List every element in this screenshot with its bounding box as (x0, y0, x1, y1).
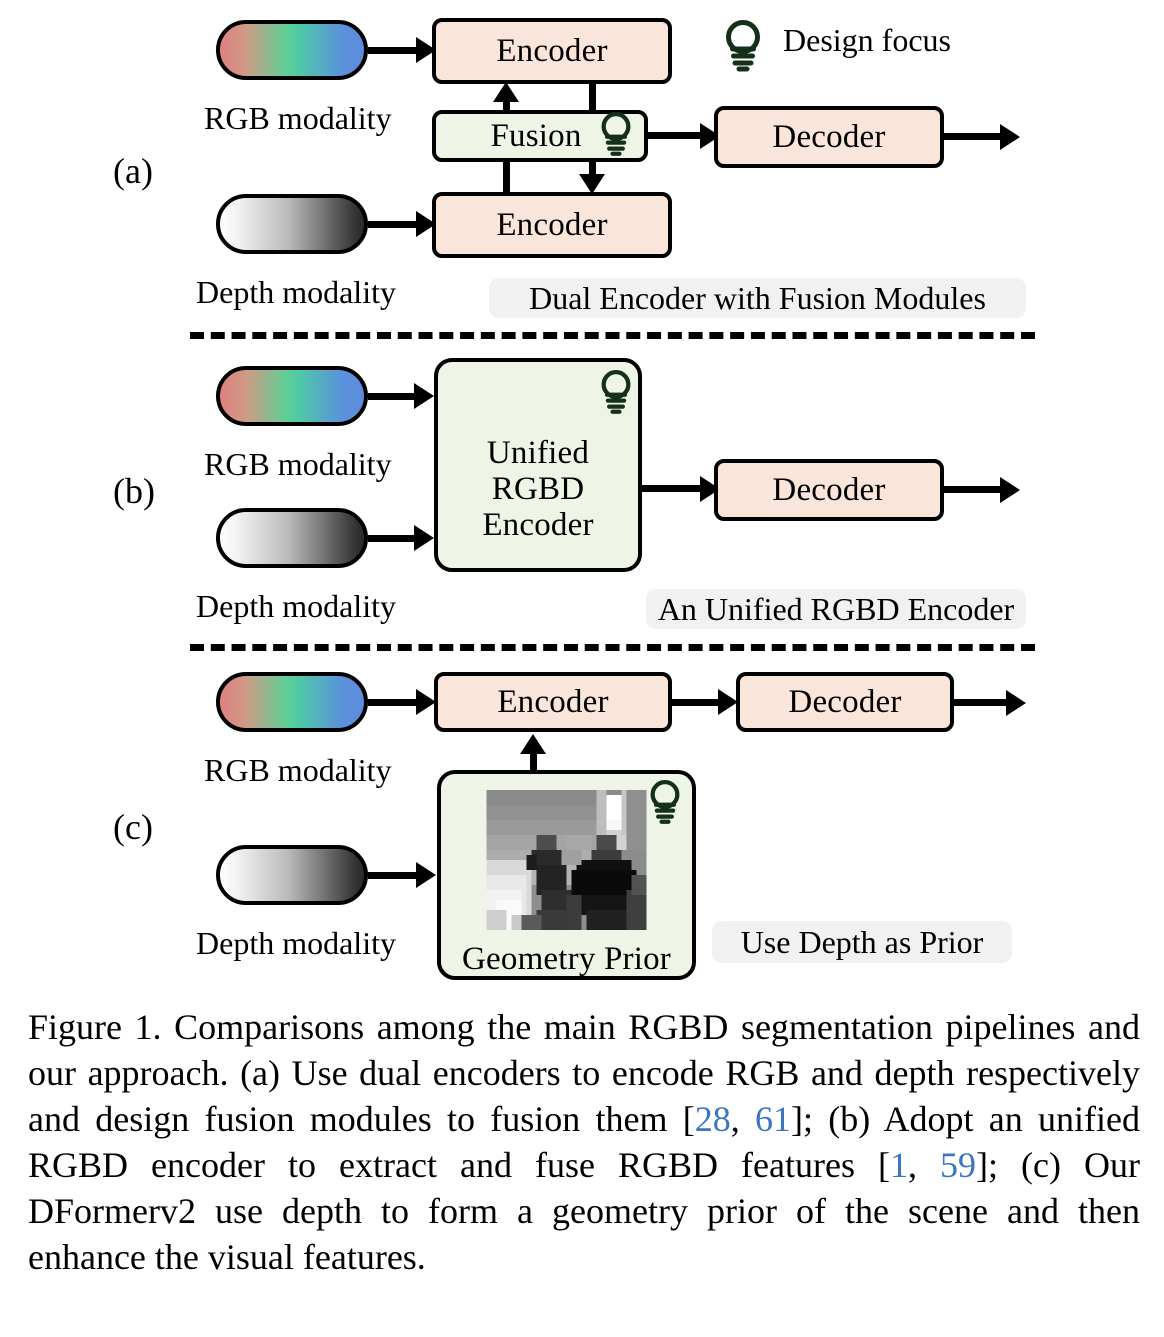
panel-tag-c: (c) (113, 807, 153, 847)
depth-modality-label-b: Depth modality (196, 588, 396, 624)
depth-modality-pill-b (216, 508, 368, 568)
panel-tag-b: (b) (113, 471, 155, 511)
depth-modality-label-c: Depth modality (196, 925, 396, 961)
connector-rgb-encoder-c (368, 699, 420, 706)
arrowhead-rgb-encoder-a (416, 37, 436, 63)
connector-decoder-out-c (954, 699, 1012, 706)
unified-encoder-label-line2: RGBD (491, 470, 585, 507)
connector-encoder-decoder-c (672, 699, 724, 706)
encoder-bottom-box-a: Encoder (432, 192, 672, 258)
rgb-modality-pill-b (216, 366, 368, 426)
caption-sep-1: , (730, 1099, 756, 1140)
arrowhead-decoder-out-c (1006, 690, 1026, 716)
arrowhead-rgb-unified-b (414, 383, 434, 409)
depth-map-thumbnail (485, 790, 648, 935)
encoder-box-c: Encoder (434, 672, 672, 732)
lightbulb-icon (723, 18, 763, 76)
decoder-box-b: Decoder (714, 459, 944, 521)
connector-encoder-top-to-fusion-a (589, 84, 596, 112)
panel-tag-a: (a) (113, 151, 153, 191)
arrowhead-decoder-out-b (1000, 477, 1020, 503)
arrowhead-geo-encoder-c (520, 734, 546, 754)
decoder-box-a: Decoder (714, 106, 944, 168)
connector-fusion-to-encoder-bottom-a (589, 160, 596, 176)
decoder-label-c: Decoder (788, 683, 902, 720)
connector-decoder-out-a (944, 133, 1006, 140)
arrowhead-fusion-to-encoder-top-a (493, 82, 519, 102)
caption-part-1: Comparisons among the main RGBD segmenta… (28, 1007, 1140, 1140)
encoder-top-box-a: Encoder (432, 18, 672, 84)
connector-fusion-to-encoder-top-a (503, 98, 510, 112)
unified-encoder-box-b: Unified RGBD Encoder (434, 358, 642, 572)
lightbulb-icon-unified-b (599, 368, 633, 418)
connector-rgb-unified-b (368, 393, 418, 400)
connector-depth-unified-b (368, 535, 418, 542)
decoder-label-a: Decoder (772, 118, 886, 155)
rgb-modality-pill-a (216, 20, 368, 80)
banner-b: An Unified RGBD Encoder (646, 589, 1026, 629)
arrowhead-decoder-out-a (1000, 124, 1020, 150)
panel-separator-2 (190, 644, 1035, 651)
rgb-modality-label-a: RGB modality (204, 100, 392, 136)
panel-separator-1 (190, 332, 1035, 339)
arrowhead-rgb-encoder-c (416, 689, 436, 715)
depth-modality-pill-a (216, 194, 368, 254)
depth-modality-pill-c (216, 845, 368, 905)
connector-fusion-decoder-a (648, 132, 706, 139)
arrowhead-depth-geo-c (416, 862, 436, 888)
fusion-box-a: Fusion (432, 110, 648, 162)
lightbulb-icon-fusion-a (599, 110, 633, 160)
decoder-label-b: Decoder (772, 471, 886, 508)
banner-a: Dual Encoder with Fusion Modules (489, 278, 1026, 318)
depth-modality-label-a: Depth modality (196, 274, 396, 310)
caption-part-2: ]; (b) Adopt an unified RGBD encoder to … (28, 1099, 1141, 1186)
citation-61[interactable]: 61 (755, 1099, 792, 1140)
geometry-prior-label-c: Geometry Prior (461, 941, 671, 977)
banner-c: Use Depth as Prior (712, 921, 1012, 963)
citation-28[interactable]: 28 (694, 1099, 731, 1140)
figure-diagram: Design focus (a) RGB modality Depth moda… (113, 18, 1035, 980)
connector-geo-encoder-c (530, 752, 537, 778)
caption-prefix: Figure 1. (28, 1007, 162, 1047)
connector-depth-geo-c (368, 872, 420, 879)
connector-depth-encoder-a (368, 221, 420, 228)
unified-encoder-label-line1: Unified (486, 434, 590, 471)
citation-1[interactable]: 1 (889, 1145, 908, 1186)
rgb-modality-label-c: RGB modality (204, 752, 392, 788)
connector-decoder-out-b (944, 486, 1006, 493)
unified-encoder-label-line3: Encoder (482, 507, 594, 544)
rgb-modality-pill-c (216, 672, 368, 732)
arrowhead-encoder-decoder-c (718, 689, 738, 715)
connector-rgb-encoder-a (368, 47, 420, 54)
caption-part-3: ]; (c) Our DFormerv2 use depth to form a… (28, 1145, 1141, 1278)
rgb-modality-label-b: RGB modality (204, 446, 392, 482)
encoder-label-c: Encoder (497, 683, 609, 720)
encoder-bottom-label-a: Encoder (496, 206, 608, 243)
decoder-box-c: Decoder (736, 672, 954, 732)
connector-unified-decoder-b (642, 485, 706, 492)
fusion-label-a: Fusion (490, 117, 582, 154)
geometry-prior-box-c: Geometry Prior (437, 770, 696, 980)
encoder-top-label-a: Encoder (496, 32, 608, 69)
arrowhead-fusion-to-encoder-bottom-a (579, 174, 605, 194)
caption-sep-2: , (907, 1145, 941, 1186)
figure-caption: Figure 1. Comparisons among the main RGB… (28, 1004, 1140, 1280)
legend-label: Design focus (783, 22, 951, 58)
arrowhead-depth-unified-b (414, 525, 434, 551)
lightbulb-icon-geo-c (648, 778, 682, 828)
connector-encoder-bottom-to-fusion-a (503, 162, 510, 192)
citation-59[interactable]: 59 (940, 1145, 977, 1186)
arrowhead-depth-encoder-a (416, 211, 436, 237)
